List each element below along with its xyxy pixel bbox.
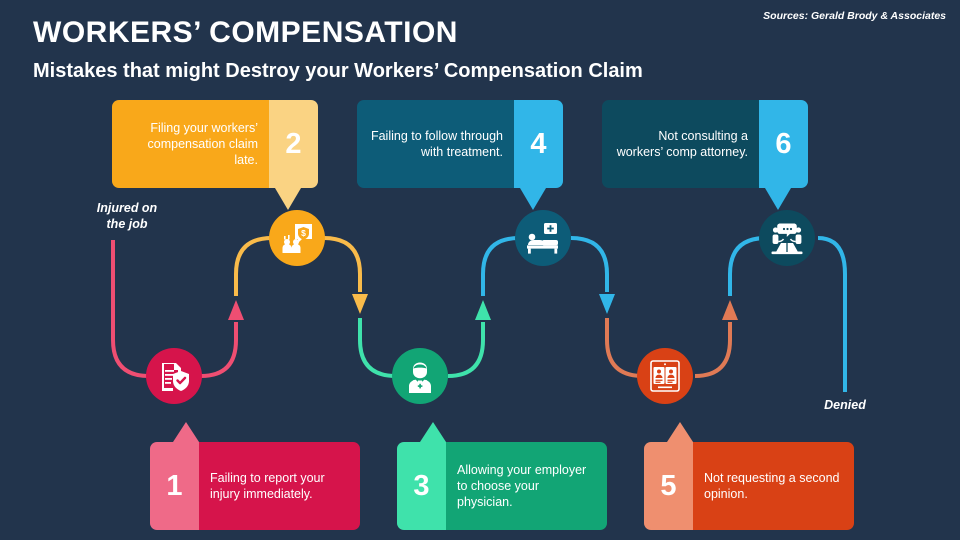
callout-tail-1 — [173, 422, 199, 442]
callout-text-4: Failing to follow through with treatment… — [357, 100, 514, 188]
node-step-5[interactable] — [637, 348, 693, 404]
callout-number-4: 4 — [514, 100, 563, 188]
callout-number-1: 1 — [150, 442, 199, 530]
callout-step-3[interactable]: 3 Allowing your employer to choose your … — [397, 422, 607, 530]
callout-step-6[interactable]: Not consulting a workers’ comp attorney.… — [602, 100, 808, 210]
node-step-1[interactable] — [146, 348, 202, 404]
flow-start-label: Injured on the job — [62, 201, 192, 232]
document-shield-check-icon — [162, 363, 189, 391]
second-opinion-records-icon — [650, 360, 680, 392]
callout-step-5[interactable]: 5 Not requesting a second opinion. — [644, 422, 854, 530]
people-claim-shield-icon: $ — [282, 224, 312, 253]
svg-text:$: $ — [301, 228, 306, 238]
flow-end-label: Denied — [824, 398, 866, 412]
callout-text-6: Not consulting a workers’ comp attorney. — [602, 100, 759, 188]
callout-text-5: Not requesting a second opinion. — [693, 442, 854, 530]
callout-tail-2 — [275, 188, 301, 210]
sources-attribution: Sources: Gerald Brody & Associates — [763, 10, 946, 22]
node-step-3[interactable] — [392, 348, 448, 404]
callout-tail-4 — [520, 188, 546, 210]
callout-tail-5 — [667, 422, 693, 442]
callout-text-3: Allowing your employer to choose your ph… — [446, 442, 607, 530]
flow-start-label-line1: Injured on — [96, 201, 158, 215]
callout-step-2[interactable]: Filing your workers’ compensation claim … — [112, 100, 318, 210]
node-step-4[interactable] — [515, 210, 571, 266]
callout-step-1[interactable]: 1 Failing to report your injury immediat… — [150, 422, 360, 530]
node-step-6[interactable] — [759, 210, 815, 266]
flow-start-label-line2: the job — [106, 216, 148, 231]
callout-tail-6 — [765, 188, 791, 210]
callout-text-2: Filing your workers’ compensation claim … — [112, 100, 269, 188]
callout-tail-3 — [420, 422, 446, 442]
hospital-bed-patient-icon — [527, 223, 558, 254]
doctor-medical-bag-icon — [409, 362, 431, 393]
callout-number-3: 3 — [397, 442, 446, 530]
page-title: WORKERS’ COMPENSATION — [33, 16, 458, 49]
callout-text-1: Failing to report your injury immediatel… — [199, 442, 360, 530]
callout-number-2: 2 — [269, 100, 318, 188]
attorney-consultation-icon — [771, 223, 803, 255]
callout-step-4[interactable]: Failing to follow through with treatment… — [357, 100, 563, 210]
node-step-2[interactable]: $ — [269, 210, 325, 266]
callout-number-5: 5 — [644, 442, 693, 530]
callout-number-6: 6 — [759, 100, 808, 188]
page-subtitle: Mistakes that might Destroy your Workers… — [33, 60, 643, 82]
